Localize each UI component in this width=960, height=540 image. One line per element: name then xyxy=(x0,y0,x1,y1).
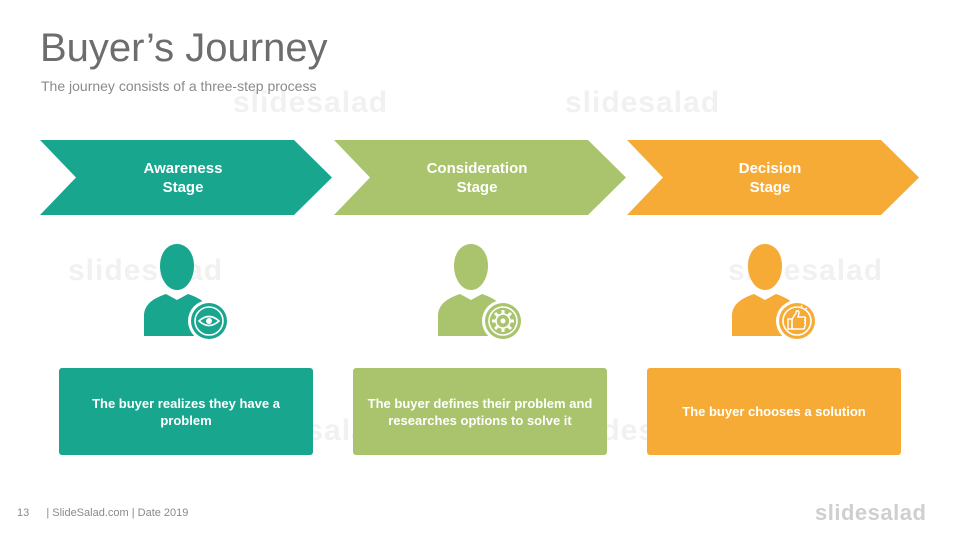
chevron-shape xyxy=(627,140,919,215)
watermark: slidesalad xyxy=(565,86,721,119)
watermark: slidesalad xyxy=(233,86,389,119)
watermark: slidesalad xyxy=(68,254,224,287)
person-thumbs-up-icon xyxy=(728,244,820,344)
slide-title: Buyer’s Journey xyxy=(40,26,328,70)
stage-label: Awareness Stage xyxy=(143,159,223,196)
stage-arrow-decision: Decision Stage xyxy=(627,140,919,215)
stage-description-awareness: The buyer realizes they have a problem xyxy=(59,368,313,455)
stage-description-consideration: The buyer defines their problem and rese… xyxy=(353,368,607,455)
slide-footer: 13 | SlideSalad.com | Date 2019 xyxy=(17,507,188,519)
brand-logo: slidesalad xyxy=(815,500,927,525)
slide-subtitle: The journey consists of a three-step pro… xyxy=(41,78,317,94)
footer-text: | SlideSalad.com | Date 2019 xyxy=(46,507,189,519)
chevron-shape xyxy=(334,140,626,215)
stage-label: Consideration Stage xyxy=(426,159,528,196)
page-number: 13 xyxy=(17,507,30,519)
stage-arrow-awareness: Awareness Stage xyxy=(40,140,332,215)
stage-label: Decision Stage xyxy=(738,159,802,196)
stage-arrow-consideration: Consideration Stage xyxy=(334,140,626,215)
person-gear-icon xyxy=(434,244,526,344)
stage-description-decision: The buyer chooses a solution xyxy=(647,368,901,455)
chevron-shape xyxy=(40,140,332,215)
person-eye-icon xyxy=(140,244,232,344)
